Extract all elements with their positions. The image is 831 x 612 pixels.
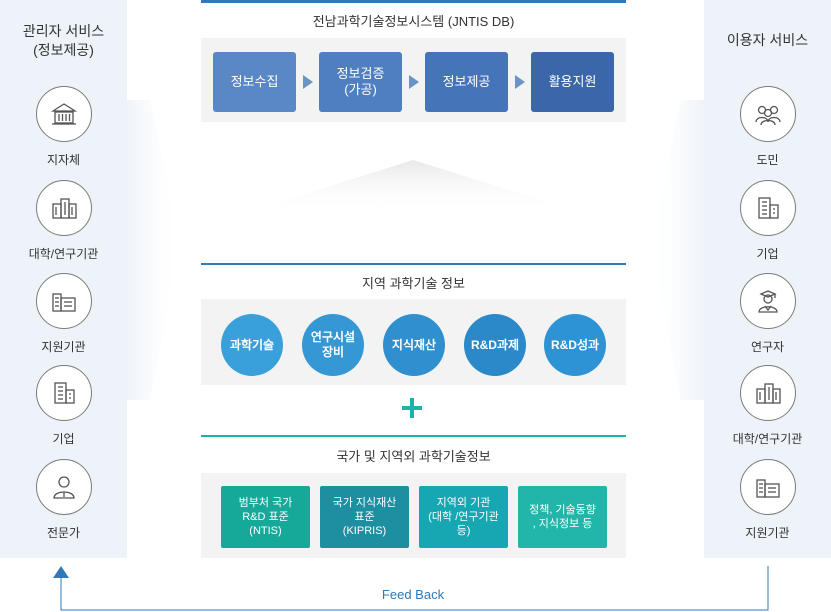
admin-item-local-gov: 지자체 — [0, 86, 127, 168]
admin-panel-title: 관리자 서비스 (정보제공) — [22, 23, 105, 58]
step-verify: 정보검증(가공) — [319, 52, 402, 112]
national-info-title: 국가 및 지역외 과학기술정보 — [201, 437, 626, 473]
bubble-rd-result: R&D성과 — [544, 314, 606, 376]
step-provide: 정보제공 — [425, 52, 508, 112]
user-item-researcher: 연구자 — [704, 273, 831, 355]
user-item-company: 기업 — [704, 180, 831, 262]
card-policy-trends: 정책, 기술동향, 지식정보 등 — [518, 486, 607, 548]
researcher-icon — [739, 273, 796, 329]
university-icon — [35, 180, 92, 236]
user-panel-title: 이용자 서비스 — [726, 32, 809, 48]
company-building-icon — [35, 365, 92, 421]
user-item-university: 대학/연구기관 — [704, 365, 831, 447]
admin-item-expert: 전문가 — [0, 459, 127, 541]
user-item-citizens: 도민 — [704, 86, 831, 168]
company-building-icon — [739, 180, 796, 236]
agency-building-icon — [739, 459, 796, 515]
user-item-support-agency: 지원기관 — [704, 459, 831, 541]
university-icon — [739, 365, 796, 421]
step-arrow-icon — [409, 75, 419, 89]
process-steps: 정보수집 정보검증(가공) 정보제공 활용지원 — [213, 52, 615, 112]
admin-item-company: 기업 — [0, 365, 127, 447]
jntis-db-title: 전남과학기술정보시스템 (JNTIS DB) — [201, 3, 626, 38]
admin-item-university: 대학/연구기관 — [0, 180, 127, 262]
agency-building-icon — [35, 273, 92, 329]
step-arrow-icon — [303, 75, 313, 89]
bubble-science-tech: 과학기술 — [221, 314, 283, 376]
bubble-ip: 지식재산 — [383, 314, 445, 376]
feedback-label: Feed Back — [381, 587, 445, 602]
admin-service-panel: 관리자 서비스 (정보제공) 지자체 대학/연구기관 — [0, 0, 127, 558]
step-arrow-icon — [515, 75, 525, 89]
admin-item-support-agency: 지원기관 — [0, 273, 127, 355]
user-service-panel: 이용자 서비스 도민 기업 연구자 — [704, 0, 831, 558]
plus-icon — [401, 397, 423, 419]
citizens-group-icon — [739, 86, 796, 142]
regional-info-title: 지역 과학기술 정보 — [201, 265, 626, 299]
step-collect: 정보수집 — [213, 52, 296, 112]
jntis-db-box: 전남과학기술정보시스템 (JNTIS DB) 정보수집 정보검증(가공) 정보제… — [201, 0, 626, 122]
bubble-rd-project: R&D과제 — [464, 314, 526, 376]
expert-person-icon — [35, 459, 92, 515]
step-support: 활용지원 — [531, 52, 614, 112]
city-hall-icon — [35, 86, 92, 142]
